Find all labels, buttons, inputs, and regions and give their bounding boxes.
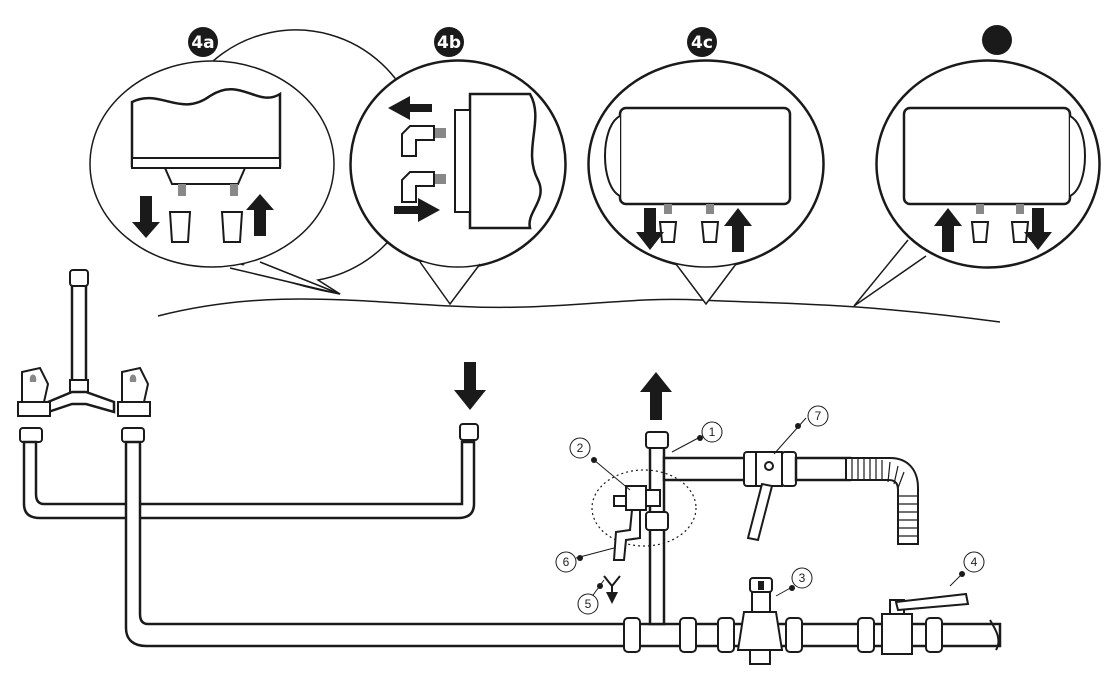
drain-funnel-icon: [603, 575, 621, 604]
callout-2-label: 2: [577, 441, 584, 455]
callout-6: 6: [555, 547, 615, 573]
heater-inlet-riser: [645, 431, 669, 626]
callout-5: 5: [577, 579, 605, 615]
panel-4b-arrow-left: [388, 96, 432, 120]
callout-7-label: 7: [815, 409, 822, 423]
panel-4a: 4a: [89, 27, 423, 295]
heater-bottom-connections-icon: [130, 88, 282, 243]
main-fittings: [623, 617, 943, 653]
callout-4-label: 4: [971, 555, 978, 569]
flexible-hose-icon: [845, 457, 919, 545]
panel-4d-arrow-up: [934, 208, 962, 252]
ball-valve-icon: [881, 592, 970, 655]
callout-7: 7: [773, 405, 829, 455]
wall-wave-line: [157, 298, 1001, 323]
panel-4b-arrow-right: [394, 198, 440, 222]
panel-4d-badge: [982, 25, 1012, 55]
panel-4c-arrow-up: [724, 208, 752, 252]
panel-4c-badge-text: 4c: [691, 33, 713, 53]
callout-1-label: 1: [709, 425, 716, 439]
callout-3: 3: [775, 567, 813, 597]
callout-1: 1: [671, 421, 723, 453]
safety-valve-icon: [591, 469, 697, 561]
outlet-branch: [662, 451, 852, 542]
callout-2: 2: [569, 437, 631, 491]
hot-water-loop: [22, 423, 479, 520]
callout-3-label: 3: [799, 571, 806, 585]
panel-4c-arrow-down: [636, 208, 664, 250]
panel-4b-badge-text: 4b: [437, 33, 461, 53]
panel-4a-badge-text: 4a: [191, 33, 214, 53]
panel-4d: [853, 25, 1101, 307]
panel-4c-badge: [687, 27, 717, 57]
callout-4: 4: [949, 551, 985, 587]
pressure-reducer-icon: [736, 577, 784, 665]
panel-4a-arrow-up: [246, 194, 274, 236]
panel-4a-badge: [188, 27, 218, 57]
panel-4c: 4c: [587, 27, 825, 306]
panel-4d-arrow-down: [1024, 208, 1052, 250]
panel-4a-arrow-down: [132, 196, 160, 238]
callout-5-label: 5: [585, 597, 592, 611]
cold-water-outlet-arrow-icon: [640, 372, 672, 420]
panel-4b-badge: [434, 27, 464, 57]
panel-4b: 4b: [349, 27, 567, 306]
heater-side-connections-icon: [401, 92, 542, 230]
horizontal-heater-right-icon: [902, 106, 1086, 243]
horizontal-heater-left-icon: [604, 106, 792, 243]
hot-water-inlet-arrow-icon: [454, 362, 486, 410]
callout-6-label: 6: [563, 555, 570, 569]
mixer-tap-icon: [17, 269, 151, 443]
